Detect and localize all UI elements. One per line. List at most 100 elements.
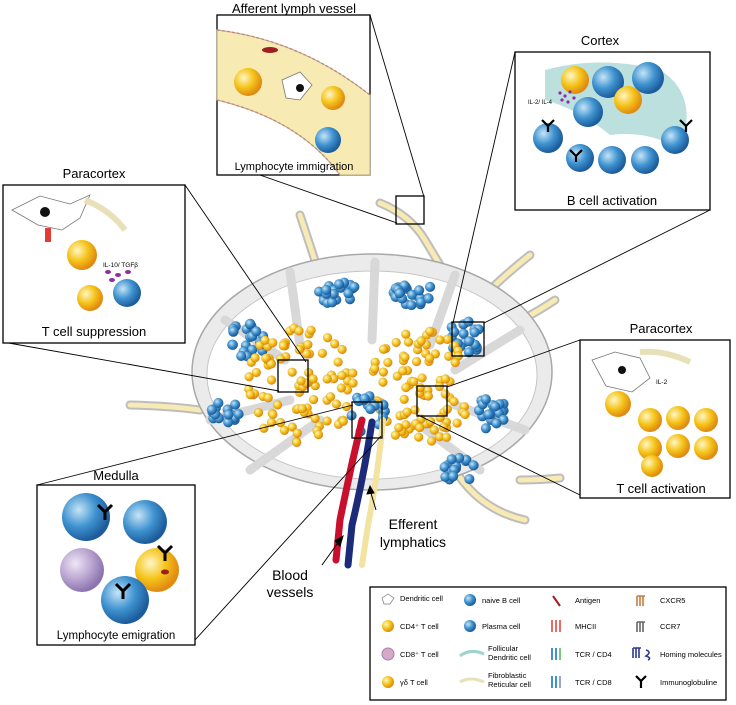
t-cell [263,393,273,403]
legend-fibroblastic-1: Fibroblastic [488,671,527,680]
t-cell [460,409,470,420]
t-cell [333,357,343,367]
b-cell [489,401,501,412]
panel-paracortex-left: Paracortex IL-10/ TGFβ T cell suppressio… [2,166,186,344]
t-cell [245,390,256,400]
t-cell [278,341,289,351]
legend-ccr7: CCR7 [660,622,680,631]
cd4-t-cell-icon [382,620,394,632]
t-cell [410,405,420,415]
b-cell [468,460,479,471]
tcr-cd4-icon [551,648,557,660]
t-cell [294,326,304,336]
t-cell [268,338,278,348]
blood-label-line2: vessels [267,584,314,600]
legend-plasma: Plasma cell [482,622,521,631]
t-cell [287,367,297,377]
paracortex-right-caption: T cell activation [616,481,705,496]
legend-box [369,586,727,701]
t-cell [424,353,435,363]
t-cell [390,430,401,440]
dendritic-cell-icon [381,593,395,605]
t-cell [310,413,320,424]
cortex-caption: B cell activation [567,193,657,208]
paracortex-left-annotation: IL-10/ TGFβ [103,262,138,269]
b-cell [349,281,360,293]
b-cell [469,327,480,338]
t-cell [425,326,435,336]
paracortex-left-title: Paracortex [63,166,126,181]
cxcr5-icon [636,595,645,606]
afferent-title: Afferent lymph vessel [232,1,356,16]
b-cell [229,399,241,410]
b-cell [227,339,239,350]
b-cell [343,288,354,299]
t-cell [266,375,277,385]
t-cell [297,403,307,414]
t-cell [400,352,410,362]
homing-molecules-icon [632,647,641,658]
t-cell [260,335,270,345]
b-cell [491,418,502,429]
legend-follicular-2: Dendritic cell [488,653,531,662]
t-cell [308,394,319,405]
medulla-caption: Lymphocyte emigration [57,630,175,642]
b-cell [449,326,460,338]
t-cell [416,336,426,346]
t-cell [401,329,411,339]
t-cell [440,374,451,384]
t-cell [383,357,393,368]
t-cell [317,348,328,358]
immunoglobuline-icon [635,675,647,688]
b-cell [464,473,475,485]
b-cell [423,293,434,304]
t-cell [250,353,260,363]
fibroblastic-reticular-icon [459,677,485,684]
efferent-label-line1: Efferent [389,516,438,532]
t-cell [292,437,302,448]
t-cell [401,382,411,393]
t-cell [272,400,283,410]
t-cell [251,367,262,378]
t-cell [337,344,347,355]
legend-cxcr5: CXCR5 [660,596,685,605]
t-cell [322,416,332,426]
t-cell [336,383,347,393]
b-cell [333,279,345,290]
t-cell [435,413,445,423]
t-cell [426,436,437,446]
t-cell [391,337,401,348]
plasma-cell-icon [464,620,476,632]
blood-label-line1: Blood [272,567,308,583]
b-cell [223,409,234,420]
b-cell [414,285,425,296]
b-cell [483,409,494,420]
naive-b-cell-icon [464,594,476,606]
t-cell [378,367,389,377]
t-cell [331,399,342,409]
legend-tcr-cd8: TCR / CD8 [575,678,612,687]
t-cell [378,377,388,387]
antigen-icon [552,595,561,607]
b-cell [463,336,475,347]
legend-dendritic: Dendritic cell [400,594,443,603]
t-cell [449,396,459,407]
legend-mhcii: MHCII [575,622,596,631]
lymph-node [2,14,711,641]
t-cell [414,432,424,442]
b-cell [448,471,459,482]
t-cell [337,370,347,381]
cortex-annotation: IL-2/ IL-4 [528,100,553,106]
b-cell [359,393,370,404]
t-cell [409,376,419,387]
b-cell [251,326,262,337]
t-cell [370,363,380,374]
legend-fibroblastic-2: Reticular cell [488,680,531,689]
gamma-delta-t-cell-icon [382,676,394,688]
t-cell [417,373,427,383]
t-cell [435,335,445,345]
label-arrows [321,484,377,566]
b-cell [321,284,332,296]
t-cell [348,378,358,388]
